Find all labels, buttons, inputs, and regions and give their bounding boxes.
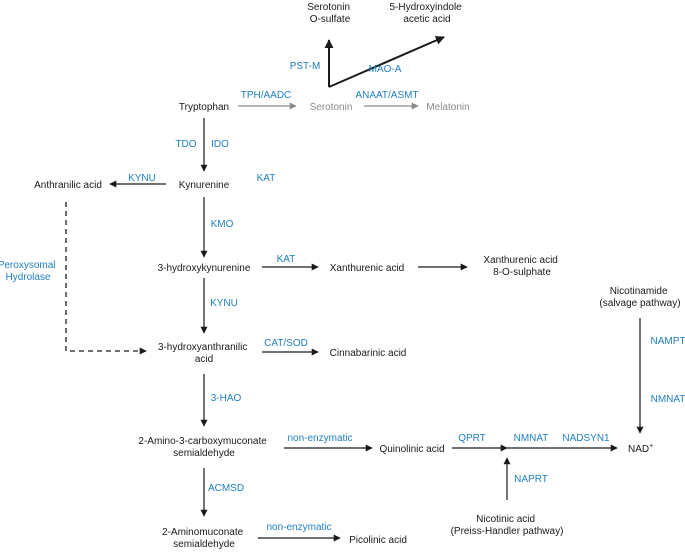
metabolite-3-hydroxyanthranilic-acid: 3-hydroxyanthranilic acid [158,342,250,365]
enzyme-nampt: NAMPT [651,336,685,347]
enzyme-qprt: QPRT [458,433,486,444]
metabolite-melatonin: Melatonin [426,102,469,113]
enzyme-non-enzymatic-1: non-enzymatic [287,433,352,444]
enzyme-nmnat-1: NMNAT [514,433,549,444]
enzyme-kynu-2: KYNU [210,298,238,309]
enzyme-pst-m: PST-M [290,61,321,72]
enzyme-kynu-1: KYNU [128,173,156,184]
enzyme-mao-a: MAO-A [369,64,402,75]
metabolite-kynurenine: Kynurenine [179,180,230,191]
enzyme-anaat-asmt: ANAAT/ASMT [355,90,418,101]
arrow-anthranilic-to-hydroxyanthranilic-dashed [65,202,147,355]
metabolite-xanthurenic-acid-8-o-sulphate: Xanthurenic acid 8-O-sulphate [483,255,560,278]
metabolite-cinnabarinic-acid: Cinnabarinic acid [330,348,407,359]
metabolite-nicotinamide: Nicotinamide (salvage pathway) [599,286,680,309]
enzyme-nmnat-2: NMNAT [651,394,685,405]
enzyme-kmo: KMO [211,219,234,230]
metabolite-3-hydroxykynurenine: 3-hydroxykynurenine [158,263,251,274]
metabolite-5-hydroxyindole-acetic-acid: 5-Hydroxyindole acetic acid [389,2,464,25]
metabolite-nad: NAD+ [628,443,653,455]
enzyme-naprt: NAPRT [514,474,548,485]
arrow-serotonin-to-hydroxyindole [328,36,445,88]
enzyme-ido: IDO [211,139,229,150]
enzyme-nadsyn1: NADSYN1 [562,433,610,444]
metabolite-quinolinic-acid: Quinolinic acid [379,444,444,455]
enzyme-tdo: TDO [175,139,196,150]
metabolite-picolinic-acid: Picolinic acid [349,535,407,546]
enzyme-cat-sod: CAT/SOD [264,338,308,349]
metabolite-tryptophan: Tryptophan [179,102,229,113]
metabolite-2-aminomuconate-semialdehyde: 2-Aminomuconate semialdehyde [162,527,246,550]
metabolite-serotonin: Serotonin [310,102,353,113]
enzyme-acmsd: ACMSD [208,483,244,494]
metabolite-serotonin-o-sulfate: Serotonin O-sulfate [307,2,353,25]
enzyme-kat-2: KAT [277,254,296,265]
metabolite-xanthurenic-acid: Xanthurenic acid [330,263,405,274]
enzyme-peroxisomal-hydrolase: Peroxysomal Hydrolase [0,260,58,283]
enzyme-tph-aadc: TPH/AADC [241,90,292,101]
enzyme-non-enzymatic-2: non-enzymatic [266,522,331,533]
enzyme-kat-1: KAT [257,173,276,184]
enzyme-3-hao: 3-HAO [211,393,242,404]
metabolite-anthranilic-acid: Anthranilic acid [34,180,102,191]
metabolite-2-amino-3-carboxymuconate-semialdehyde: 2-Amino-3-carboxymuconate semialdehyde [138,436,269,459]
metabolite-nicotinic-acid: Nicotinic acid (Preiss-Handler pathway) [451,514,564,537]
